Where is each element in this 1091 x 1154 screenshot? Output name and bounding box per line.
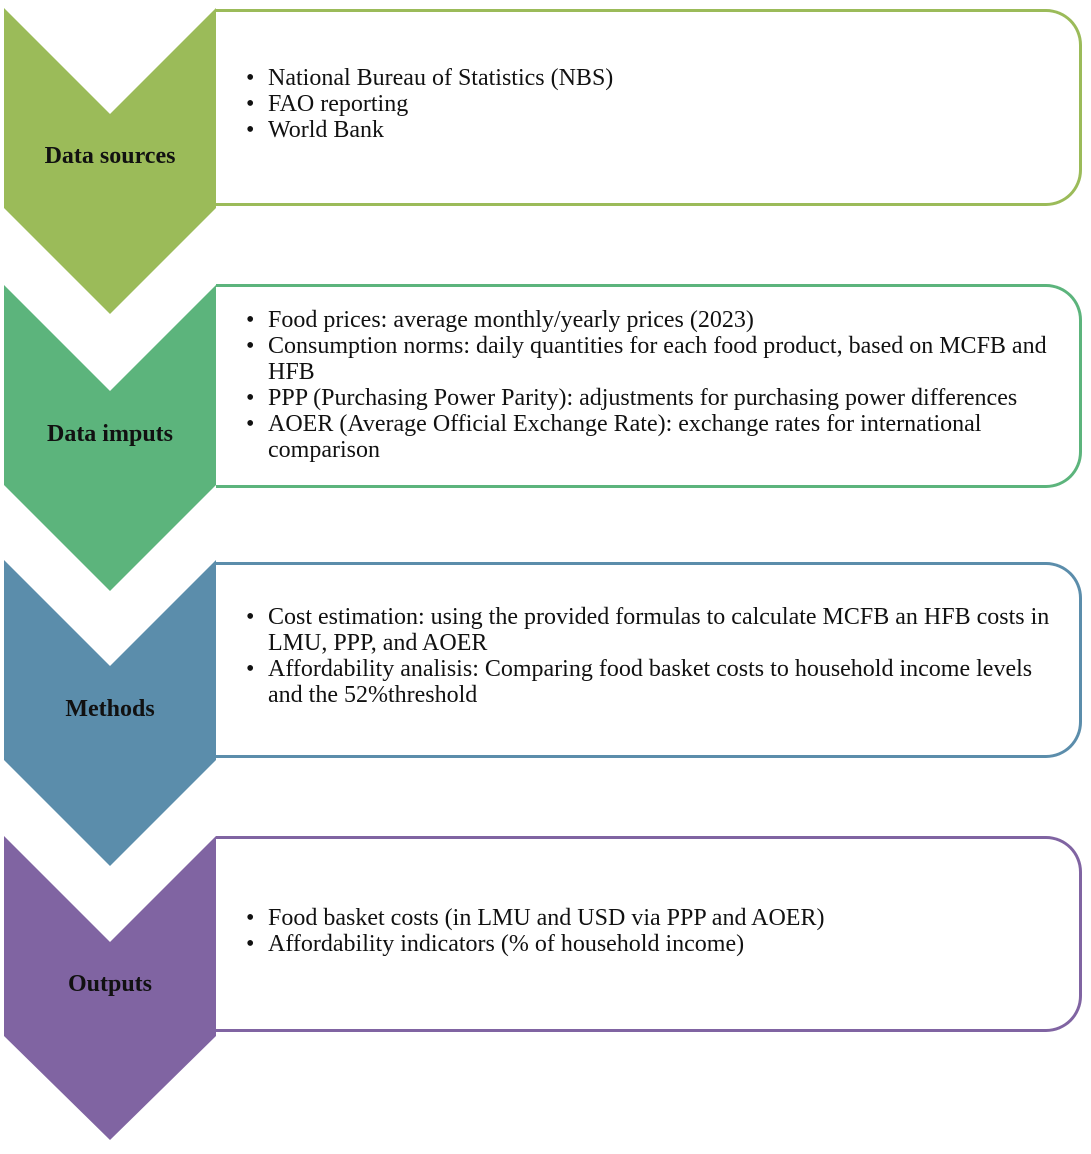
- step-title-data-imputs: Data imputs: [46, 421, 173, 447]
- list-item: Cost estimation: using the provided form…: [246, 604, 1051, 656]
- step-box-data-imputs: Food prices: average monthly/yearly pric…: [216, 284, 1082, 488]
- step-title-data-sources: Data sources: [44, 143, 176, 169]
- bullet-list: Food prices: average monthly/yearly pric…: [246, 307, 1051, 463]
- step-box-outputs: Food basket costs (in LMU and USD via PP…: [216, 836, 1082, 1032]
- list-item: FAO reporting: [246, 91, 1051, 117]
- step-title-outputs: Outputs: [67, 971, 153, 997]
- bullet-list: Cost estimation: using the provided form…: [246, 604, 1051, 708]
- list-item: National Bureau of Statistics (NBS): [246, 65, 1051, 91]
- list-item: Affordability analisis: Comparing food b…: [246, 656, 1051, 708]
- step-box-data-sources: National Bureau of Statistics (NBS) FAO …: [216, 9, 1082, 206]
- bullet-list: Food basket costs (in LMU and USD via PP…: [246, 905, 1051, 957]
- list-item: World Bank: [246, 117, 1051, 143]
- list-item: AOER (Average Official Exchange Rate): e…: [246, 411, 1051, 463]
- list-item: Consumption norms: daily quantities for …: [246, 333, 1051, 385]
- list-item: Affordability indicators (% of household…: [246, 931, 1051, 957]
- bullet-list: National Bureau of Statistics (NBS) FAO …: [246, 65, 1051, 143]
- step-title-methods: Methods: [65, 696, 155, 722]
- list-item: Food basket costs (in LMU and USD via PP…: [246, 905, 1051, 931]
- list-item: PPP (Purchasing Power Parity): adjustmen…: [246, 385, 1051, 411]
- step-box-methods: Cost estimation: using the provided form…: [216, 562, 1082, 758]
- list-item: Food prices: average monthly/yearly pric…: [246, 307, 1051, 333]
